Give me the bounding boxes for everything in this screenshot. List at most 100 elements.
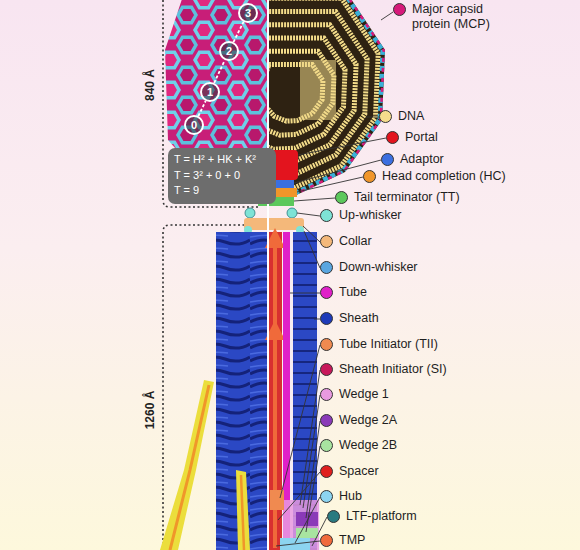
legend-text: Sheath Initiator (SI)	[339, 362, 447, 377]
legend-item: Sheath Initiator (SI)	[320, 362, 447, 377]
legend-item: Wedge 1	[320, 387, 389, 402]
legend-item: Hub	[320, 489, 362, 504]
legend-text: Collar	[339, 234, 372, 249]
formula-box: T = H² + HK + K²T = 3² + 0 + 0T = 9	[168, 148, 276, 204]
legend-item: Sheath	[320, 311, 379, 326]
legend-text: Wedge 2B	[339, 438, 397, 453]
up-whisker	[245, 208, 255, 218]
capsid-lattice	[150, 0, 267, 220]
legend-text: Down-whisker	[339, 260, 418, 275]
legend-swatch	[335, 191, 348, 204]
formula-line: T = 9	[174, 183, 270, 199]
dna-core	[300, 60, 336, 120]
legend-swatch	[320, 209, 333, 222]
legend-item: LTF-platform	[327, 509, 417, 524]
lattice-path	[198, 101, 205, 116]
legend-text: Adaptor	[400, 152, 444, 167]
legend-item: Spacer	[320, 464, 379, 479]
number-text: 3	[245, 7, 251, 19]
dna-section	[269, 0, 400, 220]
callout-number: 1	[200, 82, 220, 102]
lattice-path	[233, 22, 243, 42]
legend-text: Tail terminator (TT)	[354, 190, 460, 205]
legend-swatch	[320, 286, 333, 299]
legend-item: Portal	[386, 130, 438, 145]
fibre-core	[241, 475, 244, 550]
legend-text: LTF-platform	[346, 509, 417, 524]
fibre-core	[170, 385, 209, 550]
legend-swatch	[393, 3, 406, 16]
collar	[244, 218, 304, 230]
legend-text: Tube	[339, 285, 367, 300]
legend-item: Up-whisker	[320, 208, 402, 223]
legend-swatch	[320, 261, 333, 274]
legend-text: Spacer	[339, 464, 379, 479]
formula-line: T = 3² + 0 + 0	[174, 168, 270, 184]
legend-swatch	[320, 312, 333, 325]
tail-fibre	[160, 380, 214, 550]
legend-text: Head completion (HC)	[382, 169, 506, 184]
legend-swatch	[320, 465, 333, 478]
legend-text: Sheath	[339, 311, 379, 326]
legend-text: Portal	[405, 130, 438, 145]
legend-text: Up-whisker	[339, 208, 402, 223]
capsid-rim	[269, 0, 385, 200]
sheath-surface	[216, 232, 268, 550]
legend-swatch	[381, 153, 394, 166]
legend-item: Tail terminator (TT)	[335, 190, 460, 205]
capsid	[150, 0, 400, 220]
dimension-label: 840 Å	[143, 69, 157, 101]
legend-text: Tube Initiator (TII)	[339, 337, 438, 352]
legend-item: Tube Initiator (TII)	[320, 337, 438, 352]
leader-lines	[276, 12, 393, 546]
tmp-strand	[273, 330, 277, 420]
dimension-label: 1260 Å	[143, 391, 157, 430]
callout-number: 3	[238, 3, 258, 23]
legend-item: TMP	[320, 533, 365, 548]
legend-text: Wedge 1	[339, 387, 389, 402]
wedge	[296, 528, 318, 538]
lattice-path	[214, 60, 225, 83]
legend-swatch	[320, 414, 333, 427]
legend-swatch	[320, 439, 333, 452]
capsid-rim	[269, 0, 385, 200]
legend-swatch	[320, 490, 333, 503]
legend-item: Adaptor	[381, 152, 444, 167]
up-whisker	[287, 208, 297, 218]
legend-item: Down-whisker	[320, 260, 418, 275]
legend-swatch	[363, 170, 376, 183]
legend-item: Tube	[320, 285, 367, 300]
tail-section	[268, 232, 320, 550]
legend-swatch	[320, 388, 333, 401]
legend-swatch	[320, 338, 333, 351]
legend-text: Wedge 2A	[339, 413, 397, 428]
legend-swatch	[320, 534, 333, 547]
legend-item: Major capsid protein (MCP)	[393, 2, 504, 32]
callout-number: 2	[219, 41, 239, 61]
legend-text: Major capsid protein (MCP)	[412, 2, 504, 32]
legend-item: Head completion (HC)	[363, 169, 506, 184]
legend-swatch	[327, 510, 340, 523]
number-text: 1	[207, 86, 213, 98]
dna-layers	[269, 0, 378, 191]
legend-swatch	[379, 110, 392, 123]
number-text: 2	[226, 45, 232, 57]
legend-swatch	[320, 235, 333, 248]
legend-text: DNA	[398, 109, 424, 124]
legend-text: Hub	[339, 489, 362, 504]
legend-swatch	[386, 131, 399, 144]
legend-text: TMP	[339, 533, 365, 548]
legend-item: Wedge 2B	[320, 438, 397, 453]
formula-line: T = H² + HK + K²	[174, 152, 270, 168]
legend-item: Wedge 2A	[320, 413, 397, 428]
legend-swatch	[320, 363, 333, 376]
legend-item: Collar	[320, 234, 372, 249]
tail-fibre	[236, 470, 250, 550]
callout-number: 0	[184, 115, 204, 135]
